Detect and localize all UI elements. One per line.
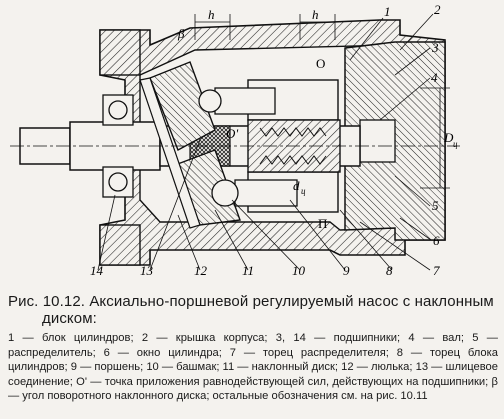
label-O: O [316, 56, 325, 71]
label-2: 2 [434, 2, 441, 17]
label-6: 6 [433, 233, 440, 248]
label-D-sub: ц [453, 139, 458, 149]
housing-cover [344, 41, 446, 241]
label-4: 4 [431, 70, 438, 85]
bearing-left [102, 94, 134, 198]
label-7: 7 [433, 263, 440, 278]
label-d-sub: ц [301, 186, 306, 196]
label-9: 9 [343, 263, 350, 278]
label-beta: β [177, 26, 185, 41]
figure-number: Рис. 10.12. [8, 293, 86, 310]
label-D: D [443, 130, 454, 145]
figure-labels: h h β 1 2 3 4 5 6 7 8 9 10 11 12 13 14 O… [90, 2, 458, 278]
label-P: П [318, 216, 327, 231]
label-14: 14 [90, 263, 104, 278]
legend-text: 1 — блок цилиндров; 2 — крышка корпуса; … [8, 332, 498, 403]
label-3: 3 [431, 40, 439, 55]
figure-title-part2: диском: [42, 310, 97, 327]
label-d: d [293, 178, 300, 193]
figure-legend: 1 — блок цилиндров; 2 — крышка корпуса; … [8, 331, 498, 404]
label-13: 13 [140, 263, 154, 278]
label-O-prime: O' [226, 126, 238, 141]
label-10: 10 [292, 263, 306, 278]
label-5: 5 [432, 198, 439, 213]
label-8: 8 [386, 263, 393, 278]
label-h-left: h [208, 7, 215, 22]
label-12: 12 [194, 263, 208, 278]
label-11: 11 [242, 263, 254, 278]
label-1: 1 [384, 4, 391, 19]
leader-lines [97, 13, 434, 271]
figure-title-part1: Аксиально-поршневой регулируемый насос с… [89, 293, 494, 310]
dimension-h [194, 14, 336, 40]
label-h-right: h [312, 7, 319, 22]
figure-caption: Рис. 10.12. Аксиально-поршневой регулиру… [8, 293, 500, 327]
pump-drawing: h h β 1 2 3 4 5 6 7 8 9 10 11 12 13 14 O… [10, 2, 460, 278]
dimension-D [420, 87, 450, 189]
